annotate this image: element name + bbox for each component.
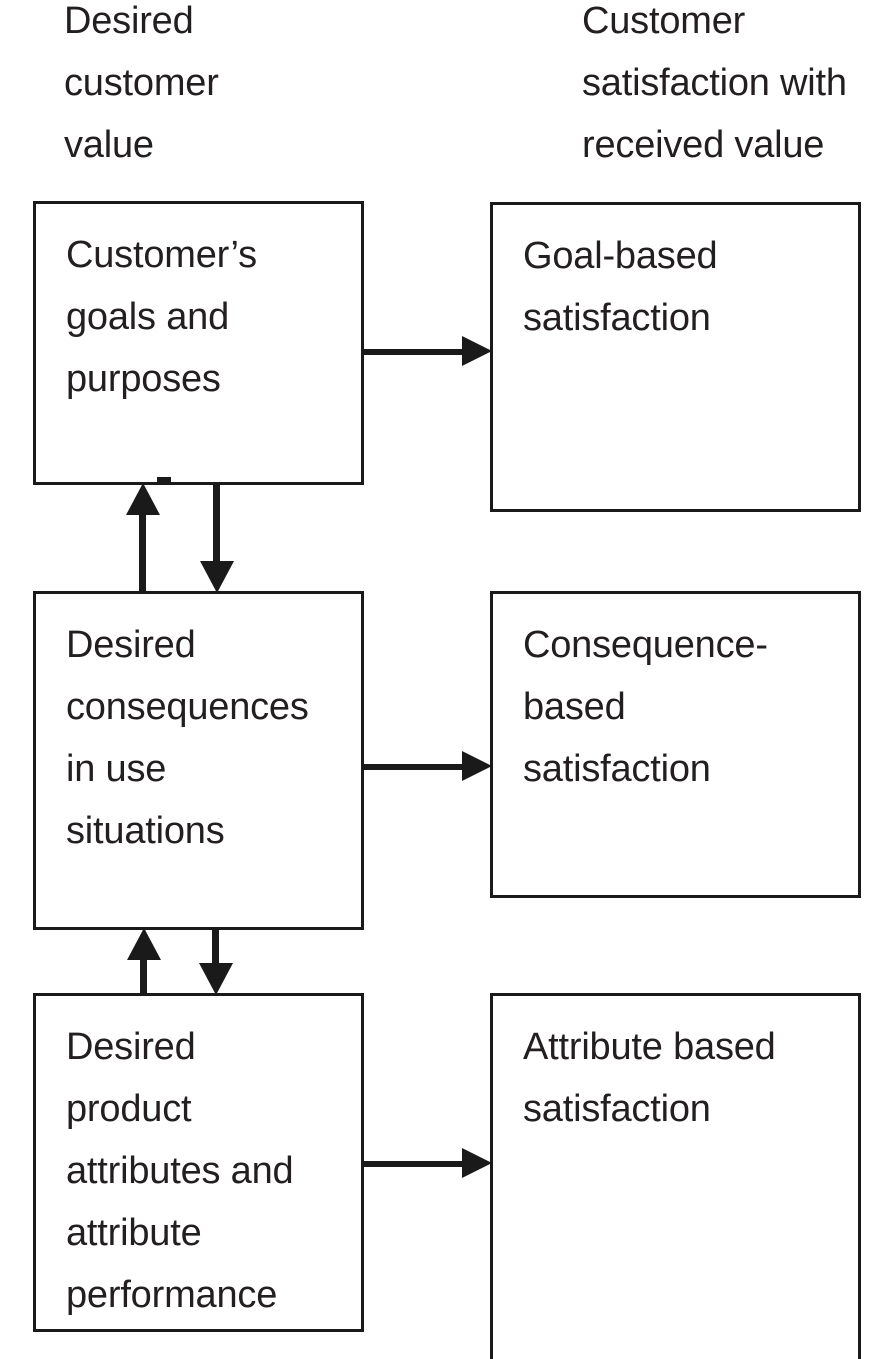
column-header-customer-satisfaction: Customer satisfaction with received valu… [582, 0, 847, 166]
arrow-right-attributes-to-attribute-satisfaction [362, 1148, 492, 1178]
node-box-consequence-based-satisfaction[interactable]: Consequence- based satisfaction [490, 591, 861, 898]
node-label-desired-product-attributes-and-attribute-performance: Desired product attributes and attribute… [66, 1026, 294, 1316]
column-header-desired-customer-value: Desired customer value [64, 0, 219, 166]
node-label-consequence-based-satisfaction: Consequence- based satisfaction [523, 624, 768, 790]
arrow-head-down-icon [199, 963, 233, 995]
arrow-shaft [362, 764, 468, 770]
arrow-shaft [362, 1161, 468, 1167]
node-box-customers-goals-and-purposes[interactable]: Customer’s goals and purposes [33, 201, 364, 485]
stray-tick-mark [157, 477, 171, 484]
arrow-up-consequences-to-goals [126, 483, 160, 593]
arrow-up-attributes-to-consequences [127, 928, 161, 995]
arrow-head-down-icon [200, 561, 234, 593]
arrow-shaft [213, 483, 220, 571]
arrow-shaft [139, 505, 146, 593]
node-label-desired-consequences-in-use-situations: Desired consequences in use situations [66, 624, 309, 852]
node-label-goal-based-satisfaction: Goal-based satisfaction [523, 235, 718, 339]
arrow-head-right-icon [462, 1148, 492, 1178]
node-label-attribute-based-satisfaction: Attribute based satisfaction [523, 1026, 776, 1130]
arrow-shaft [140, 950, 147, 995]
node-box-desired-product-attributes-and-attribute-performance[interactable]: Desired product attributes and attribute… [33, 993, 364, 1332]
arrow-shaft [212, 928, 219, 973]
arrow-head-right-icon [462, 336, 492, 366]
arrow-shaft [362, 349, 468, 355]
node-box-attribute-based-satisfaction[interactable]: Attribute based satisfaction [490, 993, 861, 1359]
arrow-right-consequences-to-consequence-satisfaction [362, 751, 492, 781]
arrow-right-goals-to-goal-satisfaction [362, 336, 492, 366]
node-box-desired-consequences-in-use-situations[interactable]: Desired consequences in use situations [33, 591, 364, 930]
arrow-down-consequences-to-attributes [199, 928, 233, 995]
node-box-goal-based-satisfaction[interactable]: Goal-based satisfaction [490, 202, 861, 512]
arrow-head-right-icon [462, 751, 492, 781]
node-label-customers-goals-and-purposes: Customer’s goals and purposes [66, 234, 257, 400]
arrow-down-goals-to-consequences [200, 483, 234, 593]
